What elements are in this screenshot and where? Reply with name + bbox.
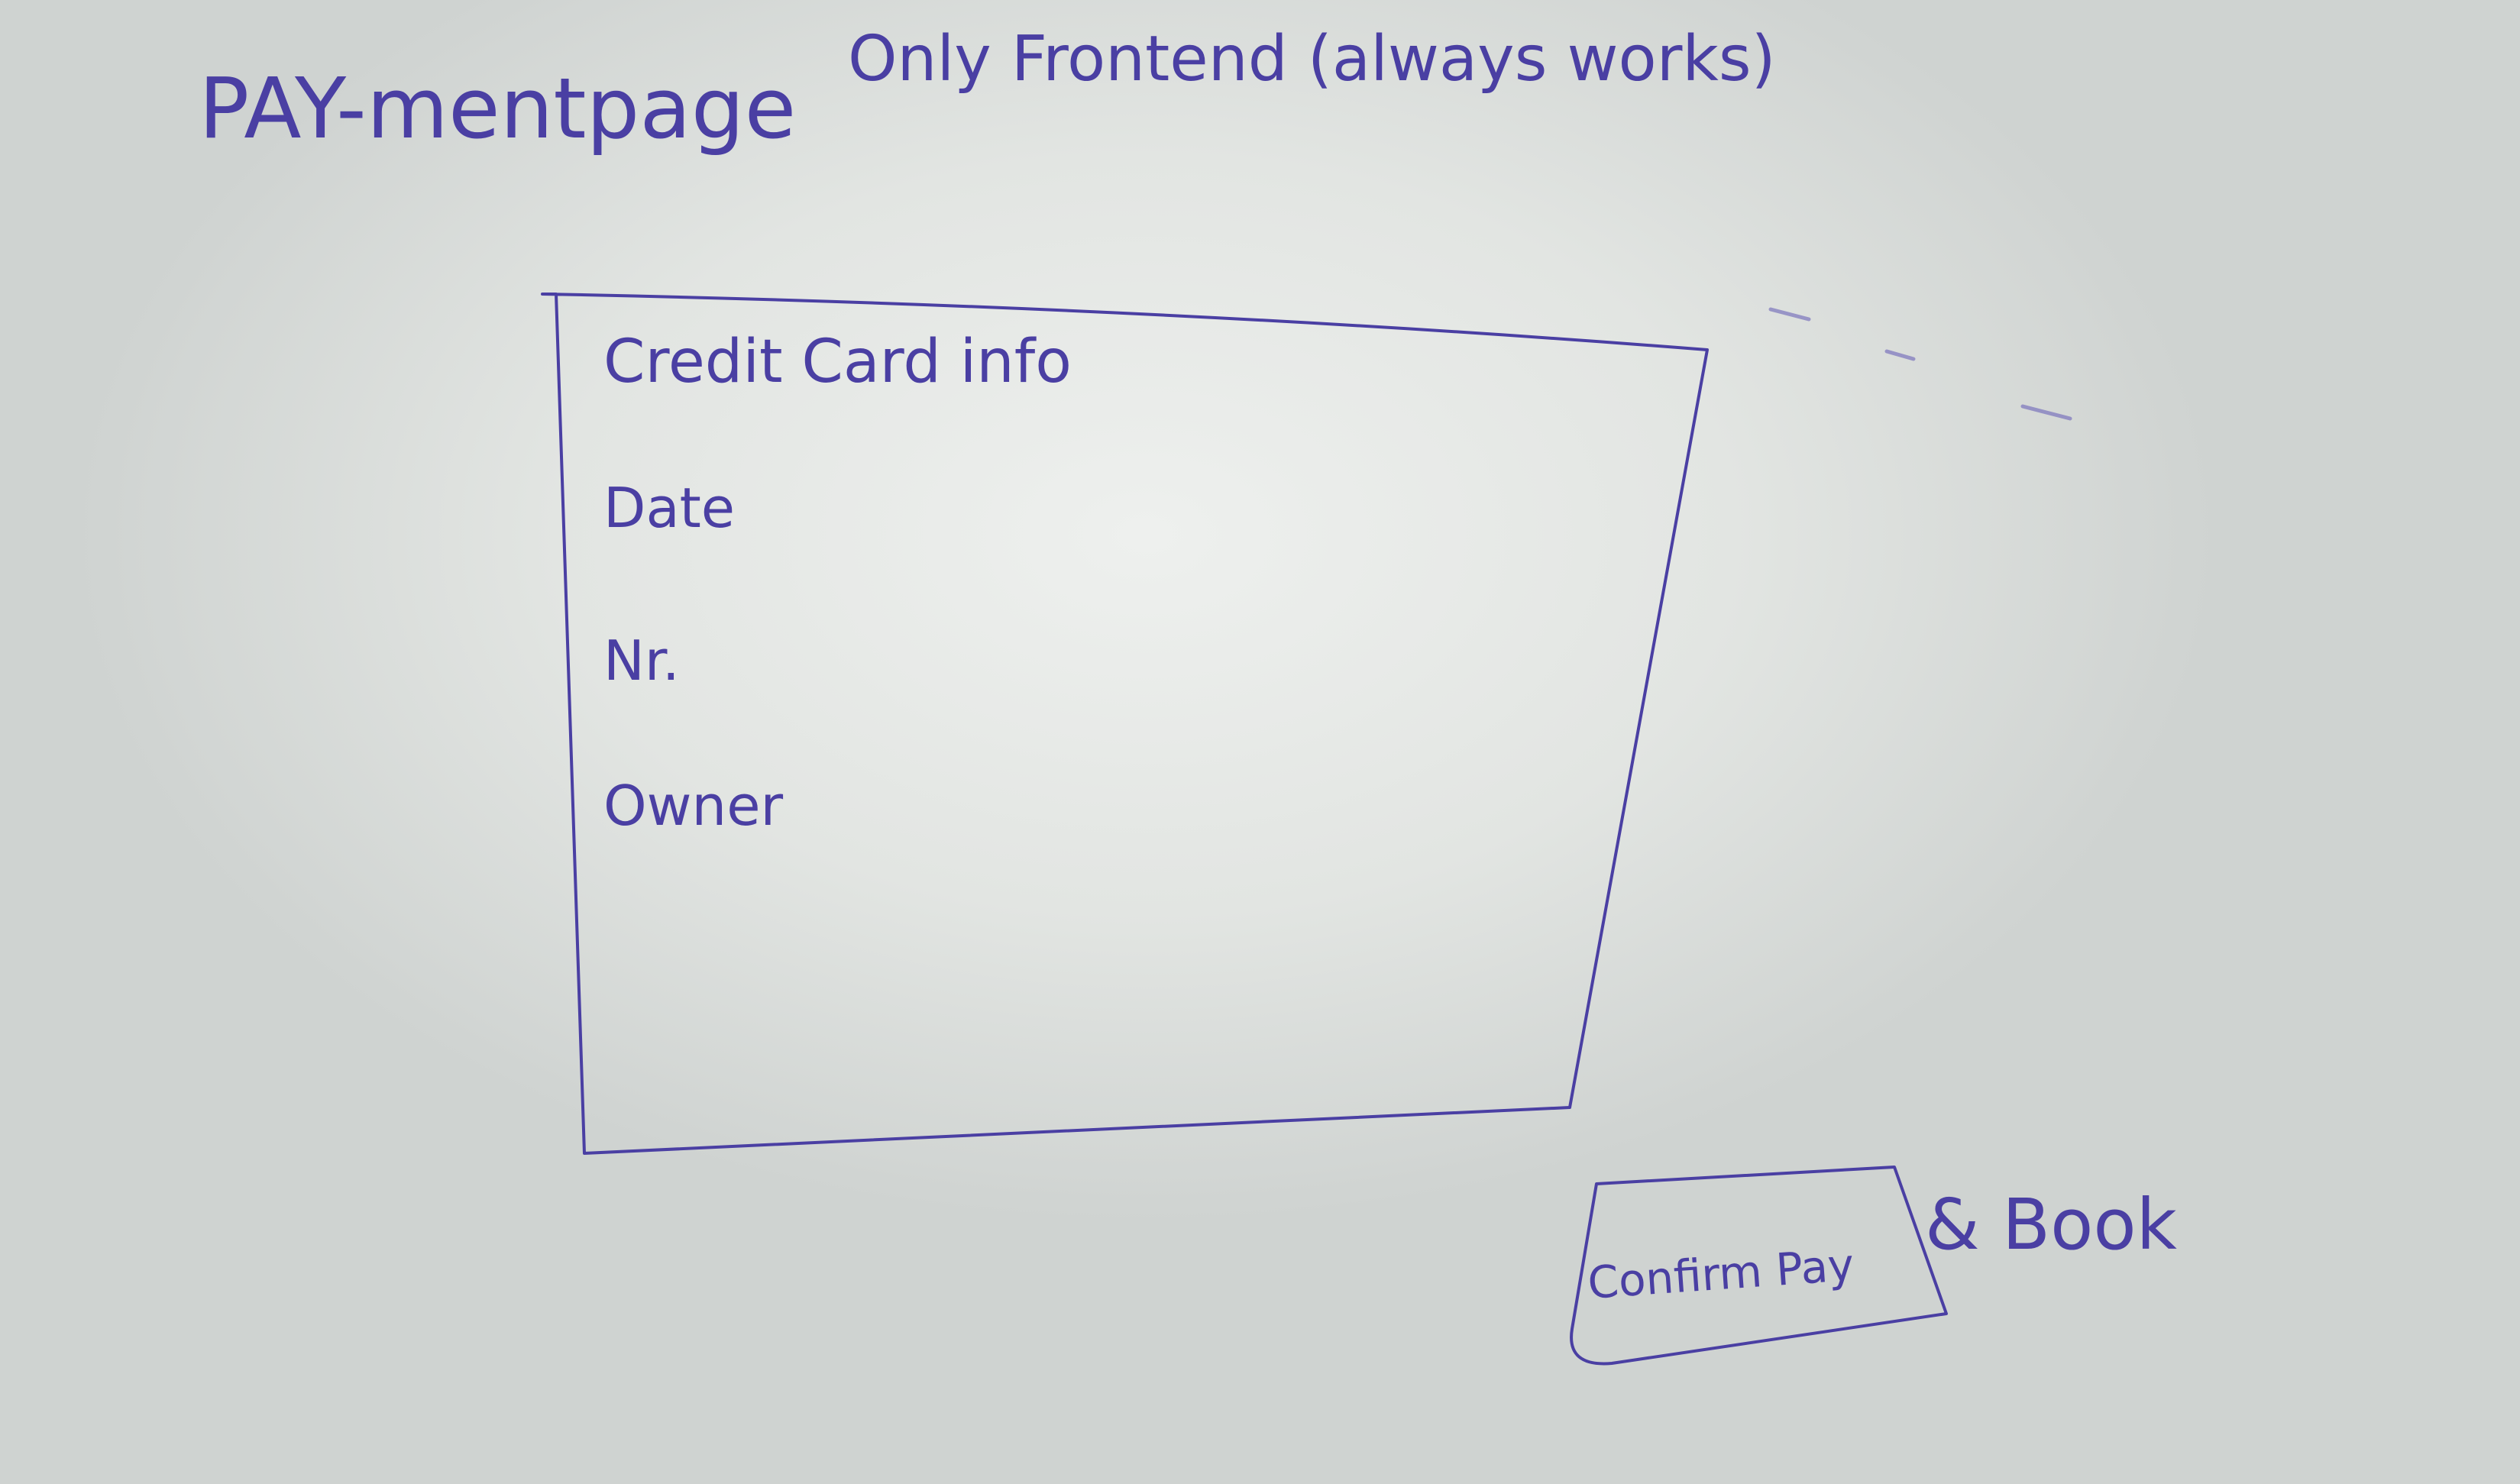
- credit-card-form: Credit Card info Date Nr. Owner: [603, 328, 1072, 838]
- credit-card-heading: Credit Card info: [603, 328, 1072, 396]
- stray-marks: [1768, 307, 2072, 421]
- page-note: Only Frontend (always works): [848, 23, 1776, 95]
- confirm-pay-button-label[interactable]: Confirm Pay: [1586, 1239, 1855, 1309]
- field-label-date: Date: [603, 476, 735, 540]
- field-label-owner: Owner: [603, 774, 783, 838]
- field-label-number: Nr.: [603, 629, 680, 693]
- book-note: & Book: [1925, 1184, 2178, 1266]
- page-title: PAY-mentpage: [199, 60, 796, 157]
- credit-card-panel: [541, 293, 1709, 1155]
- confirm-pay-button[interactable]: Confirm Pay: [1570, 1166, 1948, 1366]
